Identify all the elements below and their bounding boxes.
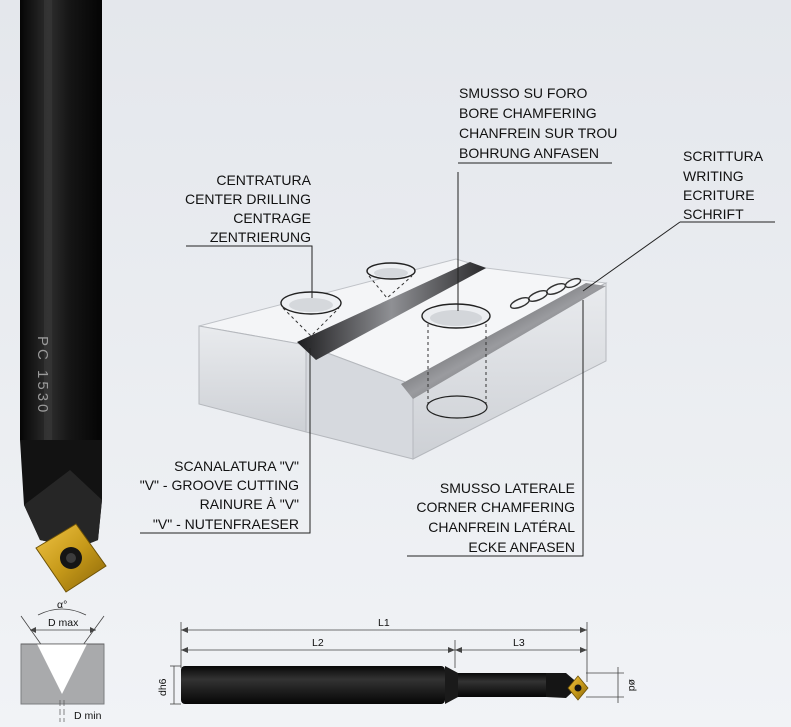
label-corner-chamfering: SMUSSO LATERALE CORNER CHAMFERING CHANFR… [416, 480, 575, 555]
corner-label-it: SMUSSO LATERALE [440, 480, 575, 496]
d-min-label: D min [74, 710, 102, 722]
bore-label-fr: CHANFREIN SUR TROU [459, 125, 617, 141]
groove-label-it: SCANALATURA "V" [174, 458, 299, 474]
tool-shank [20, 0, 102, 440]
horizontal-tool [181, 666, 589, 704]
dh6-label: dh6 [157, 678, 169, 696]
corner-label-de: ECKE ANFASEN [468, 539, 575, 555]
d-max-label: D max [48, 617, 79, 629]
bore-label-de: BOHRUNG ANFASEN [459, 145, 599, 161]
tool-neck-facet [24, 470, 102, 548]
label-center-drilling: CENTRATURA CENTER DRILLING CENTRAGE ZENT… [185, 172, 312, 245]
writing-label-it: SCRITTURA [683, 148, 764, 164]
block-front-lower [305, 344, 414, 460]
h-tool-taper [445, 666, 458, 704]
groove-label-fr: RAINURE À "V" [200, 496, 299, 512]
writing-label-de: SCHRIFT [683, 206, 744, 222]
center-label-de: ZENTRIERUNG [210, 229, 311, 245]
l2-label: L2 [312, 637, 324, 649]
gold-insert [35, 523, 107, 593]
corner-label-en: CORNER CHAMFERING [416, 499, 575, 515]
left-block-front [198, 325, 307, 433]
bore-bottom [426, 395, 488, 419]
groove-label-en: "V" - GROOVE CUTTING [140, 477, 299, 493]
dimension-drawing: L1 L2 L3 dh6 ød [157, 617, 638, 705]
corner-chamfer [401, 283, 606, 399]
workpiece-detail: α° D max D min [20, 599, 105, 722]
groove-label-de: "V" - NUTENFRAESER [153, 516, 299, 532]
vertical-tool: PC 1530 [20, 0, 107, 593]
writing-label-en: WRITING [683, 168, 744, 184]
center-label-fr: CENTRAGE [233, 210, 311, 226]
v-groove [297, 262, 486, 360]
angle-label: α° [57, 599, 67, 611]
label-bore-chamfering: SMUSSO SU FORO BORE CHAMFERING CHANFREIN… [459, 85, 617, 161]
shank-marking: PC 1530 [34, 336, 51, 415]
h-tool-neck [458, 673, 546, 697]
leader-lines [140, 162, 775, 557]
corner-label-fr: CHANFREIN LATÉRAL [428, 519, 575, 535]
writing-label-fr: ECRITURE [683, 187, 755, 203]
center-label-en: CENTER DRILLING [185, 191, 311, 207]
label-groove-cutting: SCANALATURA "V" "V" - GROOVE CUTTING RAI… [140, 458, 299, 532]
writing-engraving [509, 277, 582, 309]
l3-label: L3 [513, 637, 525, 649]
bore-label-it: SMUSSO SU FORO [459, 85, 587, 101]
label-writing: SCRITTURA WRITING ECRITURE SCHRIFT [683, 148, 764, 222]
tool-shank-highlight [44, 0, 52, 440]
d-tip-label: ød [626, 679, 638, 691]
v-cut [37, 644, 87, 694]
l1-label: L1 [378, 617, 390, 629]
bore-label-en: BORE CHAMFERING [459, 105, 597, 121]
center-label-it: CENTRATURA [216, 172, 311, 188]
block-illustration [198, 258, 608, 460]
h-tool-shank [181, 666, 445, 704]
